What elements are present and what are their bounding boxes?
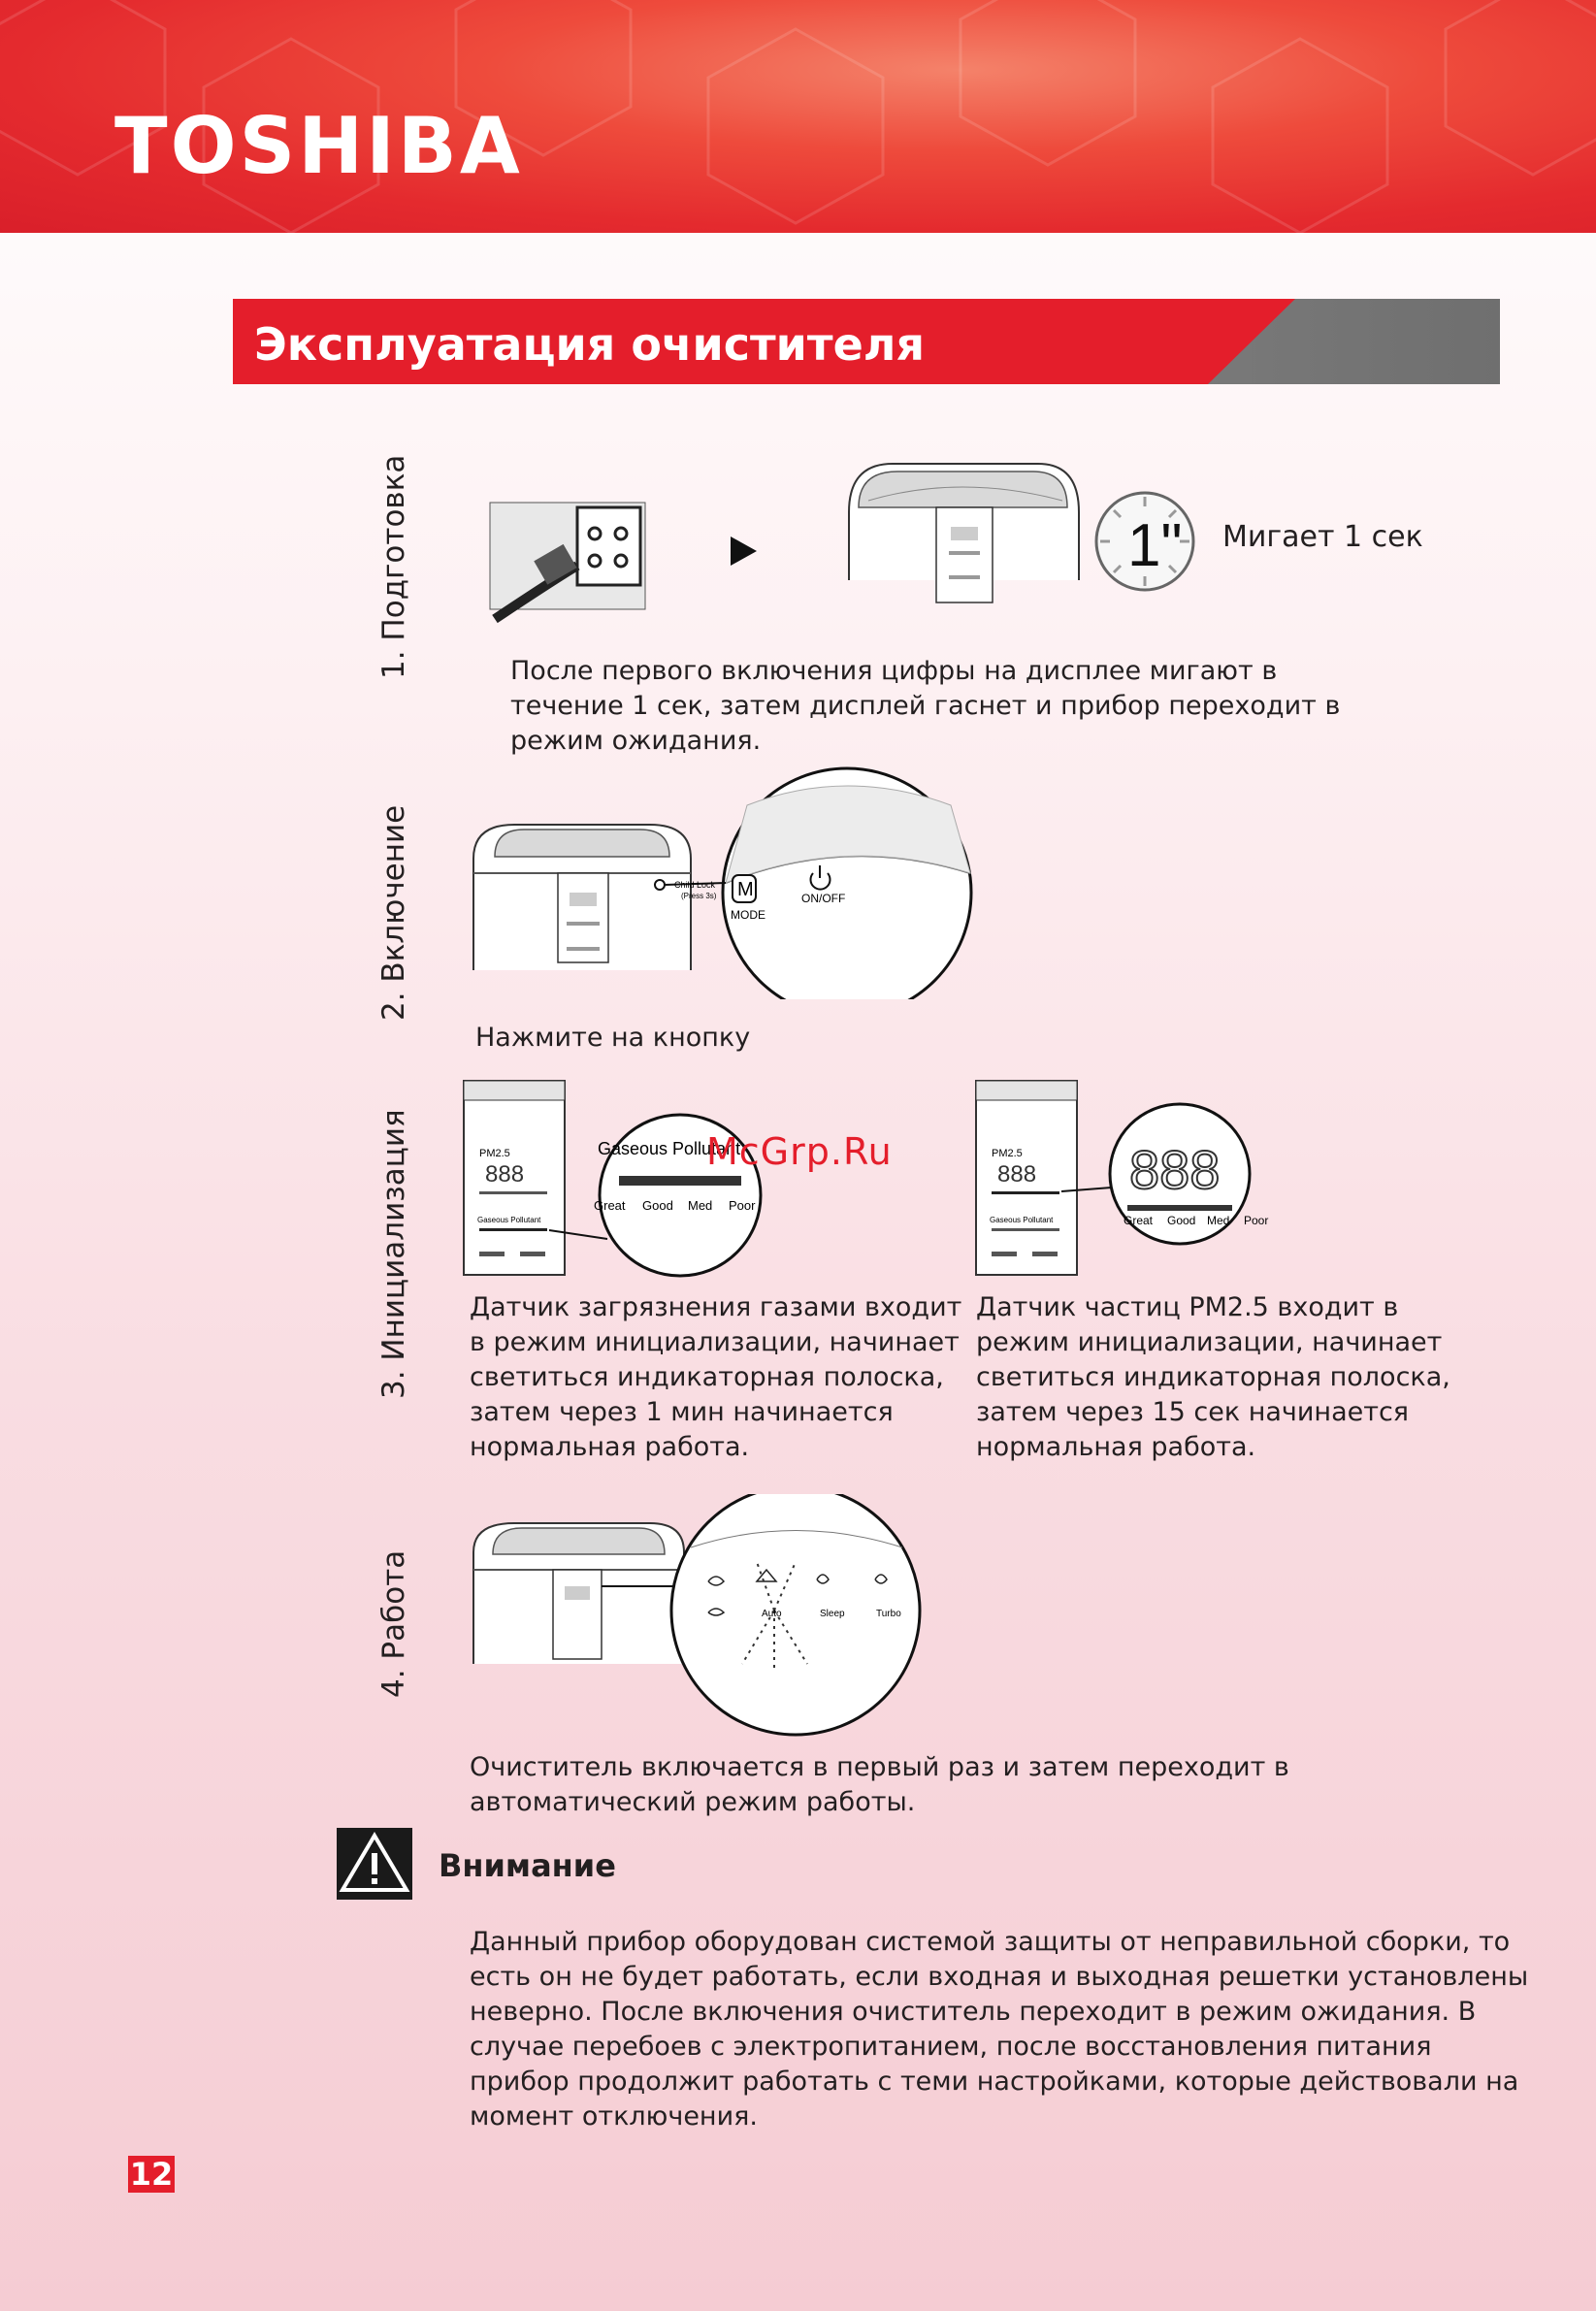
step3-left-illustration: PM2.5 888 Gaseous Pollutant Gaseous Poll… bbox=[463, 1080, 763, 1278]
power-icon bbox=[809, 865, 831, 891]
header-banner: TOSHIBA bbox=[0, 0, 1596, 233]
active-rays bbox=[741, 1561, 808, 1669]
step-3-label: 3. Инициализация bbox=[376, 1109, 411, 1399]
section-bar-red bbox=[233, 299, 1295, 384]
press-label: (Press 3s) bbox=[681, 892, 717, 900]
section-title: Эксплуатация очистителя bbox=[254, 318, 925, 371]
step1-description: После первого включения цифры на дисплее… bbox=[510, 656, 1341, 756]
scale-med: Med bbox=[1207, 1214, 1229, 1227]
mode-label: MODE bbox=[731, 908, 765, 922]
mode-letter: M bbox=[737, 879, 754, 900]
arrow-right-icon bbox=[731, 537, 757, 566]
scale-great: Great bbox=[594, 1198, 626, 1213]
step4-illustration: Auto Sleep Turbo bbox=[472, 1494, 922, 1737]
page-number: 12 bbox=[128, 2156, 175, 2193]
mode-button-icon bbox=[732, 874, 757, 903]
mode-turbo-label: Turbo bbox=[876, 1609, 901, 1619]
watermark: McGrp.Ru bbox=[706, 1130, 893, 1173]
onoff-label: ON/OFF bbox=[801, 892, 845, 905]
scale-good: Good bbox=[642, 1198, 673, 1213]
mode-sleep-label: Sleep bbox=[820, 1609, 845, 1619]
panel-pm-label: PM2.5 bbox=[479, 1148, 510, 1159]
zoom-gas-title: Gaseous Pollutant bbox=[598, 1139, 740, 1158]
blink-text: Мигает 1 сек bbox=[1222, 520, 1423, 554]
panel-digits: 888 bbox=[485, 1161, 524, 1188]
timer-digit: 1" bbox=[1127, 512, 1183, 579]
step-2-label: 2. Включение bbox=[376, 804, 411, 1021]
zoom-digits: 888 bbox=[1129, 1139, 1220, 1200]
scale-poor: Poor bbox=[1244, 1214, 1268, 1227]
panel-pm-label: PM2.5 bbox=[992, 1148, 1023, 1159]
panel-gas-label: Gaseous Pollutant bbox=[477, 1216, 541, 1224]
warning-body: Данный прибор оборудован системой защиты… bbox=[470, 1927, 1529, 2132]
step3-right-illustration: PM2.5 888 Gaseous Pollutant 888 Great Go… bbox=[975, 1080, 1268, 1276]
step2-description: Нажмите на кнопку bbox=[475, 1023, 751, 1053]
step1-illustration: 1" bbox=[489, 463, 1195, 624]
hexagon-pattern bbox=[0, 0, 1596, 233]
zoom-circle: Auto Sleep Turbo bbox=[669, 1494, 922, 1737]
zoom-circle: M MODE Child Lock (Press 3s) ON/OFF bbox=[654, 766, 973, 999]
timer-icon: 1" bbox=[1094, 491, 1195, 592]
step-4-label: 4. Работа bbox=[376, 1549, 411, 1698]
purifier-icon bbox=[472, 824, 692, 970]
step2-illustration: M MODE Child Lock (Press 3s) ON/OFF bbox=[472, 766, 973, 999]
scale-poor: Poor bbox=[729, 1198, 756, 1213]
scale-great: Great bbox=[1124, 1214, 1154, 1227]
scale-med: Med bbox=[688, 1198, 712, 1213]
childlock-label: Child Lock bbox=[674, 880, 716, 890]
panel-digits: 888 bbox=[997, 1161, 1036, 1188]
toshiba-logo: TOSHIBA bbox=[114, 101, 523, 191]
step3-right-description: Датчик частиц PM2.5 входит в режим иници… bbox=[976, 1292, 1450, 1462]
warning-icon bbox=[337, 1828, 412, 1900]
purifier-icon bbox=[848, 463, 1080, 603]
wall-socket-icon bbox=[489, 502, 646, 624]
mode-auto-label: Auto bbox=[762, 1609, 782, 1619]
step3-left-description: Датчик загрязнения газами входит в режим… bbox=[470, 1292, 962, 1462]
mode-icons bbox=[707, 1568, 888, 1616]
scale-good: Good bbox=[1167, 1214, 1195, 1227]
step-1-label: 1. Подготовка bbox=[376, 454, 411, 679]
warning-title: Внимание bbox=[439, 1847, 616, 1884]
panel-gas-label: Gaseous Pollutant bbox=[990, 1216, 1054, 1224]
step4-description: Очиститель включается в первый раз и зат… bbox=[470, 1752, 1289, 1817]
purifier-icon bbox=[472, 1522, 699, 1664]
